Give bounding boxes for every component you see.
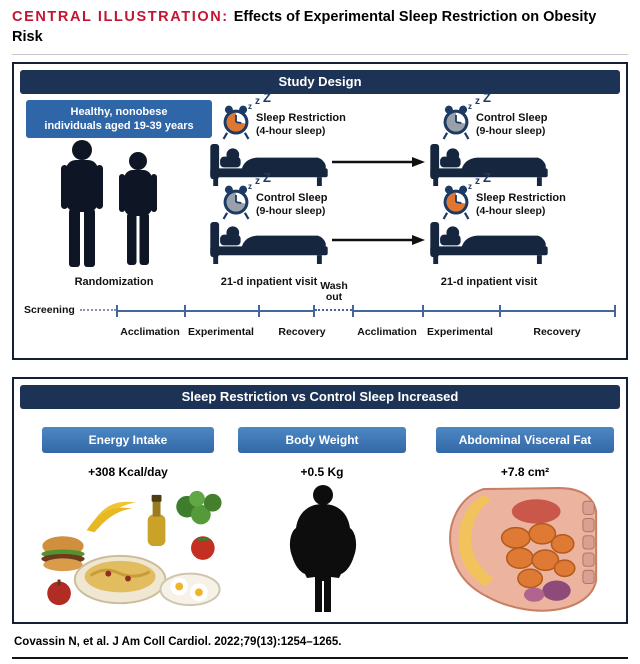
timeline-tick xyxy=(116,305,118,317)
pasta-plate-icon xyxy=(73,554,167,605)
body-weight-value: +0.5 Kg xyxy=(300,465,344,479)
study-design-title: Study Design xyxy=(278,74,362,89)
pelvic-organ xyxy=(542,580,571,601)
screening-label: Screening xyxy=(24,304,75,316)
randomization-label: Randomization xyxy=(74,276,154,288)
visceral-fat-header: Abdominal Visceral Fat xyxy=(436,427,614,453)
visceral-fat-intestines xyxy=(500,522,576,589)
washout-label: Wash out xyxy=(320,280,348,303)
bottom-rule xyxy=(12,657,628,659)
timeline-segment-1 xyxy=(116,310,314,312)
timeline-tick xyxy=(614,305,616,317)
participants-silhouettes-icon xyxy=(61,140,157,267)
study-design-banner: Study Design xyxy=(20,70,620,94)
liver xyxy=(511,499,561,524)
phase-label-experimental-2: Experimental xyxy=(427,326,493,338)
bed-sleeper-icon xyxy=(430,221,548,265)
alarm-clock-icon-sleep-restriction xyxy=(442,185,470,220)
apple-icon xyxy=(47,579,71,606)
screening-dotted-line xyxy=(80,309,116,311)
alarm-clock-icon-control-sleep xyxy=(442,105,470,140)
study-design-panel: Study Design Healthy, nonobese individua… xyxy=(12,62,628,360)
crossover-arrow-bottom xyxy=(332,235,425,245)
zzz-sleep-icon: z z Z xyxy=(248,90,271,111)
phase-label-acclimation-2: Acclimation xyxy=(357,326,417,338)
greens-icon xyxy=(176,490,222,525)
food-collage-illustration xyxy=(41,490,222,607)
central-illustration-label: CENTRAL ILLUSTRATION: xyxy=(12,9,229,25)
population-box: Healthy, nonobese individuals aged 19-39… xyxy=(26,100,212,138)
phase-label-experimental-1: Experimental xyxy=(188,326,254,338)
phase-label-acclimation-1: Acclimation xyxy=(120,326,180,338)
figure-header: CENTRAL ILLUSTRATION:Effects of Experime… xyxy=(12,7,618,47)
man-silhouette xyxy=(61,140,103,267)
bed-sleeper-icon xyxy=(210,221,328,265)
burger-icon xyxy=(41,536,85,572)
woman-silhouette xyxy=(119,152,157,265)
washout-dotted-line xyxy=(315,309,352,311)
subcutaneous-fat xyxy=(458,495,494,587)
inpatient-visit-label-right: 21-d inpatient visit xyxy=(440,276,538,288)
alarm-clock-icon-sleep-restriction xyxy=(222,105,250,140)
arm-label-first-top: Sleep Restriction (4-hour sleep) xyxy=(256,112,346,137)
inpatient-visit-label-left: 21-d inpatient visit xyxy=(220,276,318,288)
arm-label-second-top: Control Sleep (9-hour sleep) xyxy=(476,112,548,137)
body-weight-header: Body Weight xyxy=(238,427,406,453)
abdominal-cross-section-illustration xyxy=(449,487,598,612)
energy-intake-header: Energy Intake xyxy=(42,427,214,453)
spine xyxy=(582,500,595,585)
results-panel: Sleep Restriction vs Control Sleep Incre… xyxy=(12,377,628,624)
bed-sleeper-icon xyxy=(210,143,328,187)
oil-bottle-icon xyxy=(147,494,166,547)
banana-icon xyxy=(86,501,136,533)
timeline-tick xyxy=(258,305,260,317)
zzz-sleep-icon: z z Z xyxy=(468,170,491,191)
zzz-sleep-icon: z z Z xyxy=(248,170,271,191)
results-title: Sleep Restriction vs Control Sleep Incre… xyxy=(181,389,459,404)
arm-label-second-bottom: Sleep Restriction (4-hour sleep) xyxy=(476,192,566,217)
phase-label-recovery-1: Recovery xyxy=(278,326,326,338)
arm-label-first-bottom: Control Sleep (9-hour sleep) xyxy=(256,192,328,217)
timeline-tick xyxy=(184,305,186,317)
energy-intake-value: +308 Kcal/day xyxy=(88,465,168,479)
visceral-fat-value: +7.8 cm² xyxy=(500,465,550,479)
timeline-segment-2 xyxy=(352,310,616,312)
population-line2: individuals aged 19-39 years xyxy=(44,120,194,132)
results-banner: Sleep Restriction vs Control Sleep Incre… xyxy=(20,385,620,409)
bladder xyxy=(524,587,545,602)
zzz-sleep-icon: z z Z xyxy=(468,90,491,111)
timeline-tick xyxy=(352,305,354,317)
timeline-tick xyxy=(499,305,501,317)
phase-label-recovery-2: Recovery xyxy=(533,326,581,338)
tomato-icon xyxy=(191,536,215,560)
obese-person-silhouette xyxy=(289,485,357,612)
bed-sleeper-icon xyxy=(430,143,548,187)
alarm-clock-icon-control-sleep xyxy=(222,185,250,220)
crossover-arrow-top xyxy=(332,157,425,167)
eggs-plate-icon xyxy=(159,572,221,607)
population-line1: Healthy, nonobese xyxy=(70,106,168,118)
header-divider xyxy=(12,54,628,55)
figure-title: Effects of Experimental Sleep Restrictio… xyxy=(12,9,597,45)
citation: Covassin N, et al. J Am Coll Cardiol. 20… xyxy=(14,636,342,648)
timeline-tick xyxy=(422,305,424,317)
timeline-tick xyxy=(313,305,315,317)
